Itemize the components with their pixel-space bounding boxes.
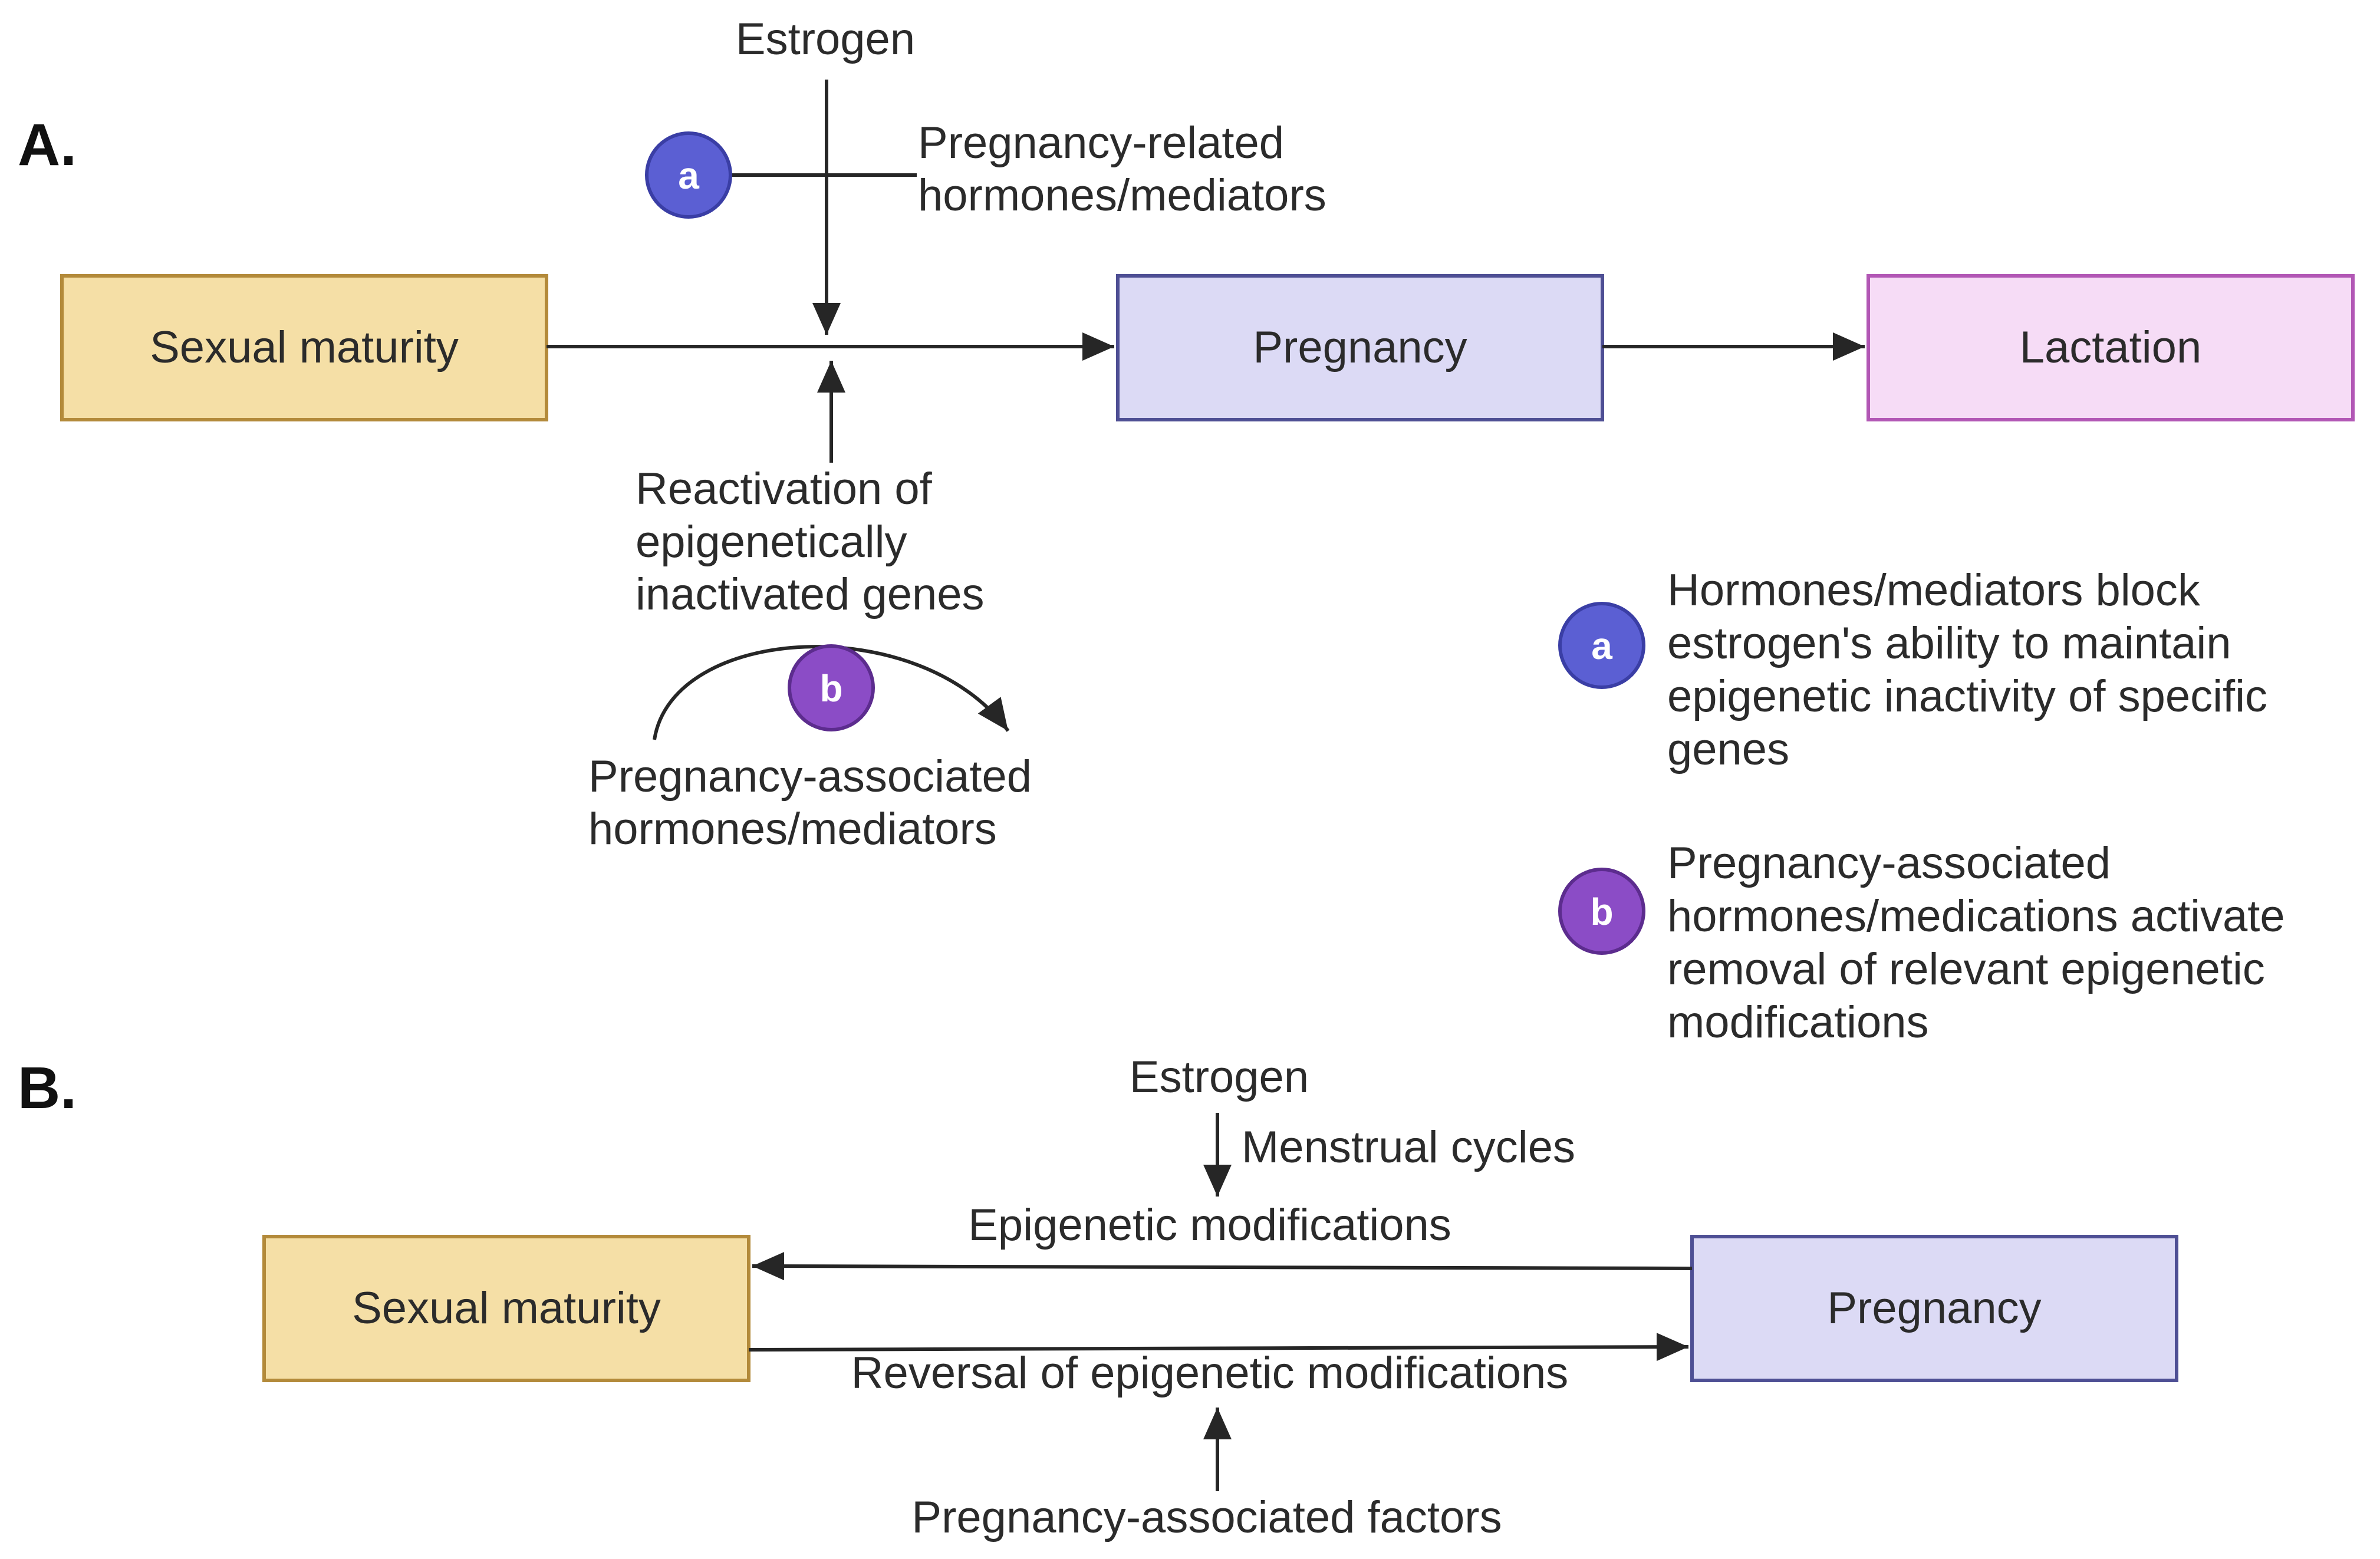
sexual-maturity-box-b-shape [262,1235,750,1382]
legend-b-line1: Pregnancy-associated [1667,838,2111,888]
legend-b-line2: hormones/medications activate [1667,891,2285,941]
reactivation-label-line2: epigenetically [636,517,907,567]
badge-b-diagram-letter: b [819,667,842,710]
menstrual-cycles-label: Menstrual cycles [1242,1122,1575,1172]
legend-item-b: b Pregnancy-associated hormones/medicati… [1558,838,2285,1047]
sexual-maturity-label-a: Sexual maturity [150,322,459,373]
pregnancy-related-label-line1: Pregnancy-related [918,118,1284,168]
pregnancy-associated-factors-label: Pregnancy-associated factors [911,1492,1502,1542]
panel-a: A. Sexual maturity Pregnancy Lactation E… [18,14,2355,1047]
legend-b-line3: removal of relevant epigenetic [1667,944,2265,994]
pregnancy-label-b: Pregnancy [1827,1283,2041,1333]
panel-b: B. Sexual maturity Pregnancy Estrogen Me… [18,1052,2178,1542]
legend-badge-a-letter: a [1591,625,1612,667]
sexual-maturity-box-a: Sexual maturity [60,274,548,421]
panel-b-label: B. [18,1055,77,1121]
pregnancy-box-a-shape [1116,274,1604,421]
legend-badge-b-letter: b [1590,891,1613,933]
reversal-label: Reversal of epigenetic modifications [851,1348,1569,1398]
badge-a-diagram-circle [645,131,732,219]
pregnancy-label-a: Pregnancy [1253,322,1467,373]
badge-b-diagram: b [788,644,875,731]
estrogen-label-b: Estrogen [1130,1052,1309,1102]
legend-b-line4: modifications [1667,997,1929,1047]
sexual-maturity-box-b: Sexual maturity [262,1235,750,1382]
estrogen-label-a: Estrogen [736,14,915,64]
badge-a-diagram: a [645,131,732,219]
arrow-pregnancy-to-maturity [752,1252,1693,1281]
epigenetic-modifications-label: Epigenetic modifications [968,1200,1451,1250]
legend-a-line1: Hormones/mediators block [1667,565,2201,615]
reactivation-label-line3: inactivated genes [636,569,985,619]
legend-a-line3: epigenetic inactivity of specific [1667,671,2267,721]
arrow-maturity-to-pregnancy-b [748,1333,1689,1362]
badge-b-diagram-circle [788,644,875,731]
curved-arrow-b [653,645,1010,740]
sexual-maturity-box-a-shape [60,274,548,421]
panel-a-label: A. [18,112,77,178]
sexual-maturity-label-b: Sexual maturity [352,1283,661,1333]
pregnancy-box-b-shape [1690,1235,2178,1382]
legend-a-line2: estrogen's ability to maintain [1667,618,2231,668]
legend-item-a: a Hormones/mediators block estrogen's ab… [1558,565,2267,774]
legend: a Hormones/mediators block estrogen's ab… [1558,565,2285,1047]
legend-badge-a-circle [1558,602,1645,689]
pregnancy-related-label-line2: hormones/mediators [918,170,1326,220]
legend-badge-b-circle [1558,868,1645,955]
pregnancy-box-b: Pregnancy [1690,1235,2178,1382]
pregnancy-associated-label-line1: Pregnancy-associated [588,752,1032,802]
reactivation-label-line1: Reactivation of [636,464,933,514]
badge-a-diagram-letter: a [678,154,699,197]
legend-a-line4: genes [1667,724,1789,774]
pregnancy-associated-label-line2: hormones/mediators [588,804,997,854]
pregnancy-box-a: Pregnancy [1116,274,1604,421]
lactation-box-shape [1867,274,2355,421]
lactation-box: Lactation [1867,274,2355,421]
lactation-label: Lactation [2020,322,2201,373]
